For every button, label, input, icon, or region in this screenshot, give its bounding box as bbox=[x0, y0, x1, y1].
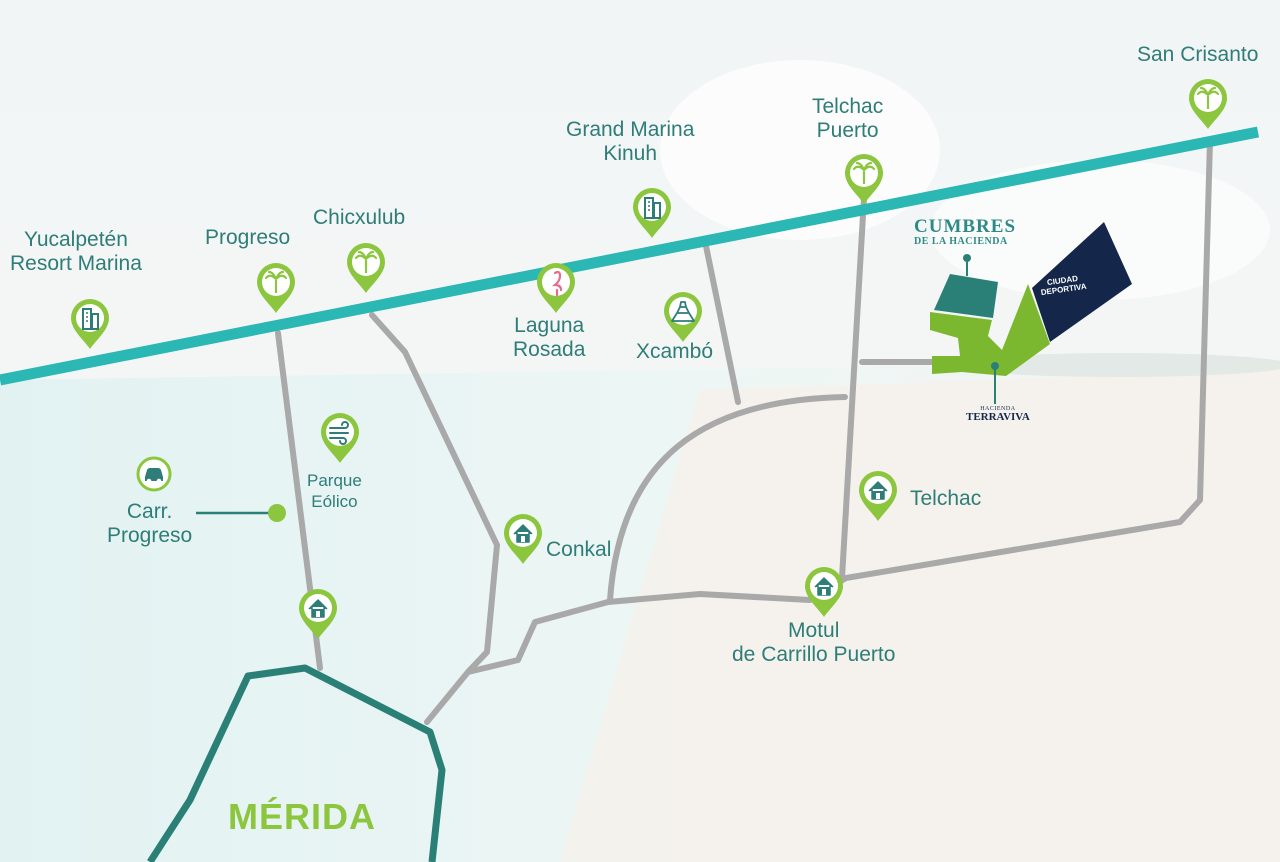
flamingo-icon bbox=[551, 270, 563, 297]
coastal-highway bbox=[0, 126, 1260, 386]
palm-tree-icon bbox=[1196, 86, 1220, 109]
brand-cumbres: CUMBRES DE LA HACIENDA bbox=[914, 216, 1017, 247]
cumbres-parcel bbox=[934, 274, 998, 318]
pin-conkal bbox=[504, 514, 542, 564]
label-telchac: Telchac bbox=[910, 487, 982, 510]
label-xcambo: Xcambó bbox=[636, 340, 714, 363]
pin-chicxulub bbox=[347, 243, 385, 293]
building-icon bbox=[644, 197, 661, 219]
label-conkal: Conkal bbox=[546, 538, 612, 561]
terraviva-parcel bbox=[930, 284, 1050, 376]
development-parcels bbox=[930, 222, 1132, 404]
label-progreso: Progreso bbox=[205, 226, 291, 249]
label-chicxulub: Chicxulub bbox=[313, 206, 406, 229]
pin-telchac bbox=[859, 471, 897, 521]
pin-laguna-rosada bbox=[537, 263, 575, 313]
house-icon bbox=[308, 599, 328, 618]
house-icon bbox=[868, 481, 888, 500]
pin-yucalpeten bbox=[71, 299, 109, 349]
house-icon bbox=[814, 577, 834, 596]
car-icon bbox=[145, 468, 163, 484]
building-icon bbox=[82, 308, 99, 330]
city-label-merida: MÉRIDA bbox=[228, 796, 376, 837]
pin-san-crisanto bbox=[1189, 79, 1227, 129]
pyramid-icon bbox=[671, 301, 695, 322]
ciudad-deportiva-parcel bbox=[1032, 222, 1132, 342]
palm-tree-icon bbox=[852, 161, 876, 184]
pin-parque-eolico bbox=[321, 413, 359, 463]
pin-progreso bbox=[257, 263, 295, 313]
label-san-crisanto: San Crisanto bbox=[1137, 43, 1259, 66]
pin-motul bbox=[805, 567, 843, 617]
house-icon bbox=[513, 524, 533, 543]
pin-xcambo bbox=[664, 292, 702, 342]
palm-tree-icon bbox=[354, 250, 378, 273]
pin-progreso-road bbox=[299, 589, 337, 639]
carr-progreso-connector bbox=[196, 504, 286, 522]
pin-grand-marina bbox=[633, 188, 671, 238]
pin-telchac-puerto bbox=[845, 154, 883, 204]
label-carr-progreso: Carr.Progreso bbox=[107, 500, 193, 547]
wind-icon bbox=[329, 421, 349, 445]
palm-tree-icon bbox=[264, 270, 288, 293]
city-boundary bbox=[147, 664, 446, 862]
pin-carr-progreso bbox=[136, 456, 172, 492]
road-network bbox=[275, 137, 1213, 725]
brand-terraviva: HACIENDA TERRAVIVA bbox=[966, 406, 1030, 423]
